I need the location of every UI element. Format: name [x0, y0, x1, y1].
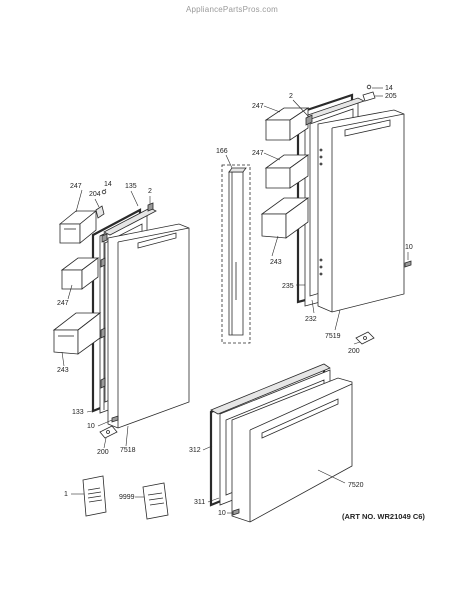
bin-247-left-top: [58, 210, 98, 244]
callout-2-top: 2: [289, 93, 293, 100]
watermark: AppliancePartsPros.com: [186, 5, 278, 14]
callout-311: 311: [194, 499, 205, 506]
left-door-bins: [52, 189, 154, 355]
screw-14-right: [366, 84, 372, 90]
part-205: [362, 91, 376, 102]
callout-10-right: 10: [405, 244, 413, 251]
callout-247-mid: 247: [252, 150, 264, 157]
callout-2-left: 2: [148, 188, 152, 195]
callout-10-bottom: 10: [218, 510, 226, 517]
door-panel-7518: [107, 223, 190, 429]
callout-204: 204: [89, 191, 101, 198]
bin-243-left: [52, 312, 102, 355]
bin-247-left-mid: [60, 257, 100, 290]
callout-235: 235: [282, 283, 294, 290]
screw-14-left: [101, 189, 107, 195]
callout-7519: 7519: [325, 333, 341, 340]
freezer-door-assembly: [209, 363, 353, 523]
callout-labels: 14 205 2 247 166 247 243 10 235 232 7519…: [57, 85, 425, 521]
door-panel-7519: [317, 109, 405, 313]
callout-247-top: 247: [252, 103, 264, 110]
callout-232: 232: [305, 316, 317, 323]
clip-204: [95, 205, 105, 219]
callout-7520: 7520: [348, 482, 364, 489]
callout-166: 166: [216, 148, 228, 155]
right-door-assembly: [296, 93, 405, 313]
kit-9999: [142, 482, 169, 520]
bin-243-right: [260, 197, 310, 239]
callout-243-left: 243: [57, 367, 69, 374]
callout-312: 312: [189, 447, 201, 454]
art-number: (ART NO. WR21049 C6): [342, 512, 425, 521]
left-door-assembly: [91, 207, 190, 429]
callout-247-left-mid: 247: [57, 300, 69, 307]
callout-205: 205: [385, 93, 397, 100]
door-panel-7520: [231, 377, 353, 523]
callout-1: 1: [64, 491, 68, 498]
callout-135: 135: [125, 183, 137, 190]
bin-247-right-mid: [264, 154, 310, 189]
callout-243-right: 243: [270, 259, 282, 266]
callout-9999: 9999: [119, 494, 135, 501]
right-door-bins: [260, 84, 376, 239]
callout-10-left: 10: [87, 423, 95, 430]
callout-14-left: 14: [104, 181, 112, 188]
callout-200-right: 200: [348, 348, 360, 355]
callout-7518: 7518: [120, 447, 136, 454]
door-stop-10-bottom: [232, 508, 240, 516]
door-stop-10-right: [404, 260, 412, 268]
mullion-166: [221, 164, 251, 344]
callout-247-left-top: 247: [70, 183, 82, 190]
hinge-2-left: [147, 202, 154, 212]
bin-247-right-top: [264, 107, 310, 141]
hinge-2-top: [305, 114, 313, 126]
bracket-200-left: [99, 425, 118, 439]
door-stop-10-left: [111, 415, 119, 423]
callout-200-left: 200: [97, 449, 109, 456]
leader-lines: [61, 87, 409, 514]
callout-133: 133: [72, 409, 84, 416]
manual-1: [82, 475, 107, 517]
callout-14-right: 14: [385, 85, 393, 92]
